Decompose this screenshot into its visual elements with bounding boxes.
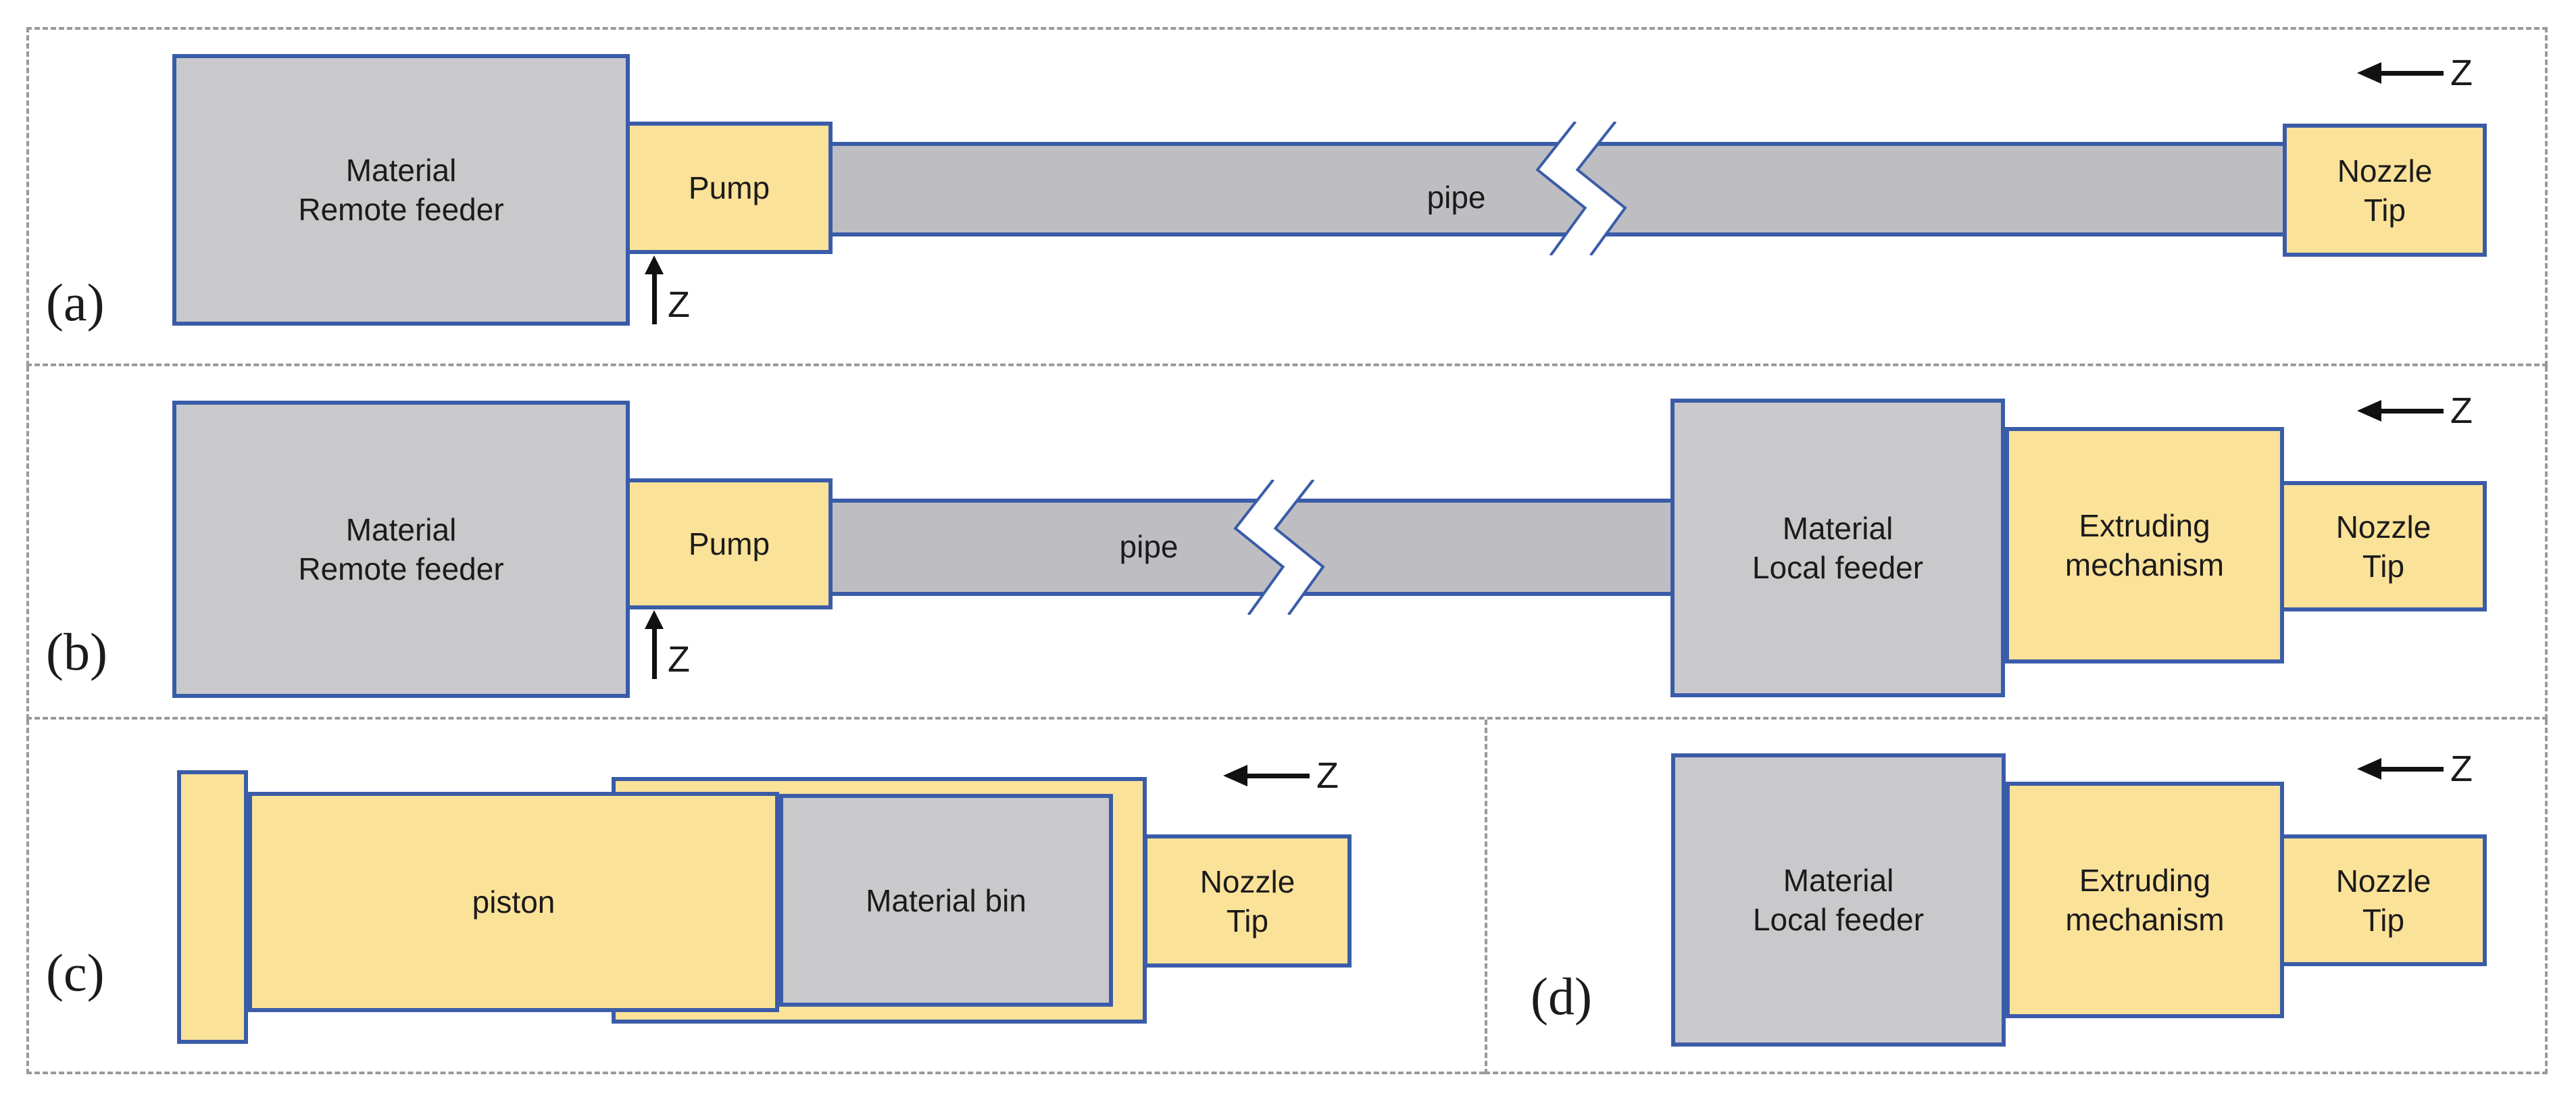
nozzle-b-label-line1: Nozzle (2335, 509, 2431, 545)
pump-a: Pump (626, 122, 833, 254)
left-arrow-icon (2357, 53, 2445, 93)
pipe-break-icon (1535, 122, 1627, 255)
nozzle-c-label-line1: Nozzle (1199, 863, 1295, 899)
extruding-mechanism-d: Extruding mechanism (2006, 782, 2284, 1018)
left-arrow-icon (2357, 391, 2445, 431)
extruding-b-label-line2: mechanism (2064, 547, 2225, 582)
material-bin-c: Material bin (779, 794, 1113, 1007)
nozzle-c-label-line2: Tip (1226, 903, 1269, 938)
extruding-d-label-line2: mechanism (2065, 902, 2225, 937)
nozzle-d-label-line1: Nozzle (2335, 863, 2431, 899)
z-axis-arrow-left-d: Z (2357, 749, 2473, 789)
z-axis-up-label-b: Z (668, 639, 690, 680)
local-feeder-b-label-line2: Local feeder (1752, 550, 1924, 585)
panel-a-letter: (a) (46, 273, 105, 332)
pipe-a-label: pipe (1427, 180, 1486, 215)
material-remote-feeder-a: Material Remote feeder (172, 54, 630, 326)
local-feeder-d-label-line1: Material (1783, 863, 1894, 898)
nozzle-d-label-line2: Tip (2362, 902, 2405, 938)
z-axis-arrow-left-c: Z (1223, 755, 1339, 796)
nozzle-tip-d: Nozzle Tip (2280, 834, 2487, 966)
nozzle-tip-a: Nozzle Tip (2283, 124, 2487, 257)
panel-d-letter: (d) (1531, 967, 1592, 1026)
z-axis-label-c: Z (1316, 755, 1339, 796)
z-axis-label-b: Z (2450, 391, 2473, 431)
left-arrow-icon (2357, 749, 2445, 789)
piston-c (248, 792, 779, 1012)
nozzle-tip-b: Nozzle Tip (2280, 481, 2487, 611)
piston-c-label: piston (472, 884, 555, 920)
feeder-a-label-line1: Material (345, 153, 457, 188)
piston-end-cap-c (177, 770, 248, 1044)
panel-b-letter: (b) (46, 622, 107, 681)
nozzle-b-label-line2: Tip (2362, 548, 2405, 584)
pipe-break-icon (1233, 480, 1325, 615)
extruding-d-label-line1: Extruding (2079, 863, 2211, 898)
extruding-mechanism-b: Extruding mechanism (2005, 427, 2284, 663)
pipe-b-label: pipe (1119, 529, 1179, 564)
material-local-feeder-d: Material Local feeder (1671, 753, 2006, 1047)
z-axis-label-a: Z (2450, 53, 2473, 93)
z-axis-arrow-left-a: Z (2357, 53, 2473, 93)
pump-b-label: Pump (688, 526, 770, 561)
left-arrow-icon (1223, 755, 1311, 796)
feeder-b-label-line1: Material (345, 512, 457, 547)
extruding-b-label-line1: Extruding (2079, 508, 2210, 543)
panel-b-frame (26, 366, 2548, 720)
feeder-b-label-line2: Remote feeder (298, 551, 504, 586)
z-axis-arrow-up-b: Z (643, 610, 718, 684)
nozzle-a-label-line1: Nozzle (2337, 153, 2433, 189)
panel-d-frame (1485, 720, 2548, 1074)
material-remote-feeder-b: Material Remote feeder (172, 401, 630, 698)
material-local-feeder-b: Material Local feeder (1670, 399, 2005, 697)
z-axis-up-label-a: Z (668, 284, 690, 325)
panel-a-frame (26, 27, 2548, 366)
local-feeder-b-label-line1: Material (1782, 511, 1893, 546)
material-bin-c-label: Material bin (866, 882, 1026, 918)
nozzle-a-label-line2: Tip (2363, 192, 2406, 228)
z-axis-arrow-up-a: Z (643, 255, 718, 330)
panel-c-letter: (c) (46, 943, 105, 1002)
local-feeder-d-label-line2: Local feeder (1752, 902, 1925, 937)
panel-c-frame (26, 720, 1485, 1074)
z-axis-label-d: Z (2450, 749, 2473, 789)
z-axis-arrow-left-b: Z (2357, 391, 2473, 431)
nozzle-tip-c: Nozzle Tip (1143, 834, 1352, 968)
pump-b: Pump (626, 478, 833, 609)
feeder-a-label-line2: Remote feeder (298, 192, 504, 227)
pump-a-label: Pump (688, 170, 770, 205)
